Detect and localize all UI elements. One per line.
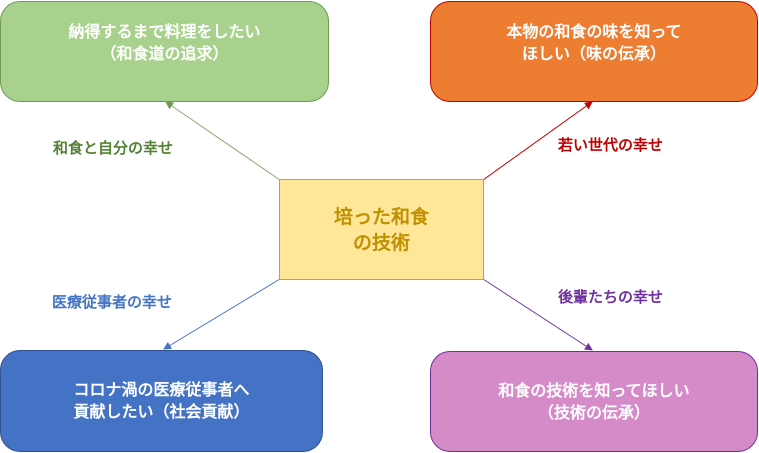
node-text: （技術の伝承）: [537, 402, 650, 422]
arrow-top-left: [165, 101, 281, 181]
node-text: 貢献したい（社会貢献）: [73, 402, 250, 421]
node-top-right: 本物の和食の味を知ってほしい（味の伝承）: [430, 1, 758, 102]
arrow-bottom-left: [163, 278, 281, 350]
center-text: 培った和食: [333, 205, 429, 228]
node-text: 本物の和食の味を知って: [506, 21, 682, 41]
node-text: 和食の技術を知ってほしい: [498, 380, 690, 400]
node-text: コロナ渦の医療従事者へ: [73, 380, 250, 399]
edge-label-top-right: 若い世代の幸せ: [558, 136, 664, 154]
node-text: （和食道の追求）: [100, 43, 229, 63]
edge-label-top-left: 和食と自分の幸せ: [53, 139, 174, 157]
node-text: ほしい（味の伝承）: [521, 43, 666, 63]
edge-label-bottom-left: 医療従事者の幸せ: [52, 293, 173, 311]
node-bottom-right: 和食の技術を知ってほしい（技術の伝承）: [430, 351, 758, 452]
center-text: の技術: [352, 231, 410, 254]
node-top-left: 納得するまで料理をしたい（和食道の追求）: [0, 1, 329, 102]
node-bottom-left: コロナ渦の医療従事者へ貢献したい（社会貢献）: [0, 350, 323, 452]
center-node: 培った和食の技術: [279, 179, 484, 280]
arrow-top-right: [482, 101, 593, 181]
node-text: 納得するまで料理をしたい: [68, 21, 261, 41]
arrow-bottom-right: [482, 278, 593, 351]
edge-label-bottom-right: 後輩たちの幸せ: [558, 288, 664, 306]
